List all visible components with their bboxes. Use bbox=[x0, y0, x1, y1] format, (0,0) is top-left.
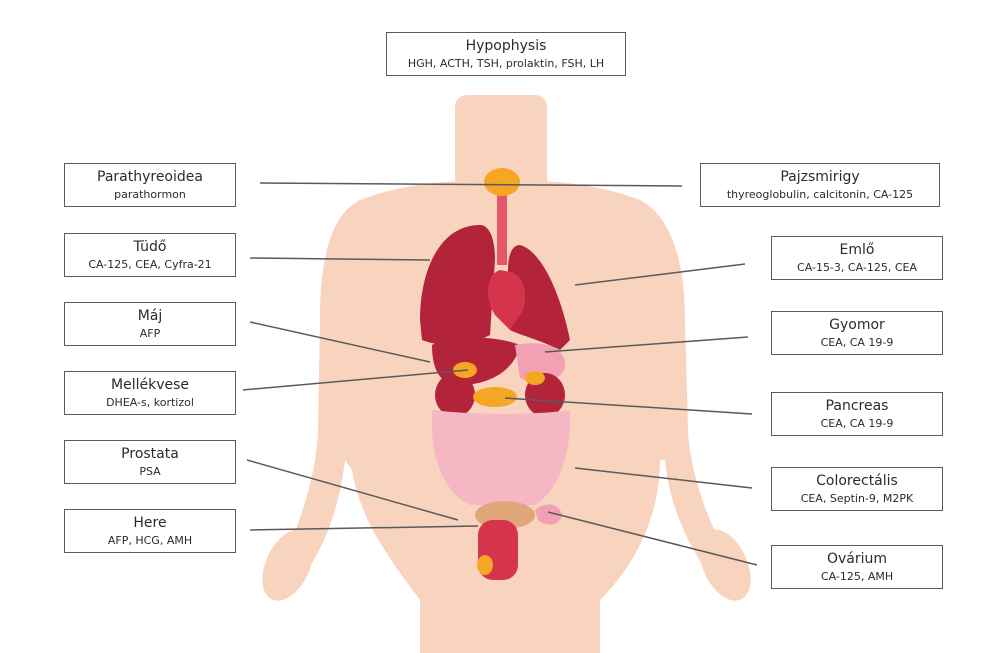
leader-lines bbox=[242, 182, 758, 566]
label-tudo-markers: CA-125, CEA, Cyfra-21 bbox=[88, 258, 212, 271]
label-mellekvese-title: Mellékvese bbox=[111, 377, 189, 393]
trachea bbox=[497, 185, 507, 265]
label-hypophysis-title: Hypophysis bbox=[465, 38, 547, 54]
label-emlo: Emlő CA-15-3, CA-125, CEA bbox=[771, 236, 943, 280]
right-lung bbox=[420, 225, 495, 346]
label-parathyreoidea-title: Parathyreoidea bbox=[97, 169, 203, 185]
label-gyomor: Gyomor CEA, CA 19-9 bbox=[771, 311, 943, 355]
left-lung bbox=[508, 245, 570, 350]
label-pajzsmirigy: Pajzsmirigy thyreoglobulin, calcitonin, … bbox=[700, 163, 940, 207]
right-kidney bbox=[435, 373, 475, 417]
label-parathyreoidea: Parathyreoidea parathormon bbox=[64, 163, 236, 207]
label-prostata-title: Prostata bbox=[121, 446, 179, 462]
label-here-markers: AFP, HCG, AMH bbox=[107, 534, 193, 547]
label-gyomor-markers: CEA, CA 19-9 bbox=[820, 336, 894, 349]
pancreas bbox=[473, 387, 517, 407]
stomach bbox=[515, 343, 565, 382]
label-prostata: Prostata PSA bbox=[64, 440, 236, 484]
label-maj-title: Máj bbox=[137, 308, 163, 324]
intestines bbox=[431, 410, 571, 505]
label-emlo-markers: CA-15-3, CA-125, CEA bbox=[797, 261, 917, 274]
thyroid-gland bbox=[484, 168, 520, 196]
label-pajzsmirigy-title: Pajzsmirigy bbox=[780, 169, 860, 185]
label-maj: Máj AFP bbox=[64, 302, 236, 346]
label-here-title: Here bbox=[133, 515, 167, 531]
label-colorectalis: Colorectális CEA, Septin-9, M2PK bbox=[771, 467, 943, 511]
label-colorectalis-title: Colorectális bbox=[816, 473, 898, 489]
label-mellekvese-markers: DHEA-s, kortizol bbox=[106, 396, 194, 409]
label-pancreas: Pancreas CEA, CA 19-9 bbox=[771, 392, 943, 436]
label-ovarium-markers: CA-125, AMH bbox=[820, 570, 894, 583]
label-hypophysis: Hypophysis HGH, ACTH, TSH, prolaktin, FS… bbox=[386, 32, 626, 76]
label-mellekvese: Mellékvese DHEA-s, kortizol bbox=[64, 371, 236, 415]
label-tudo-title: Tüdő bbox=[133, 239, 167, 255]
label-maj-markers: AFP bbox=[139, 327, 161, 340]
label-parathyreoidea-markers: parathormon bbox=[114, 188, 186, 201]
label-tudo: Tüdő CA-125, CEA, Cyfra-21 bbox=[64, 233, 236, 277]
label-emlo-title: Emlő bbox=[839, 242, 875, 258]
ovary-structure bbox=[535, 504, 562, 525]
label-ovarium-title: Ovárium bbox=[826, 551, 888, 567]
label-pancreas-title: Pancreas bbox=[825, 398, 889, 414]
testis bbox=[477, 555, 493, 575]
label-here: Here AFP, HCG, AMH bbox=[64, 509, 236, 553]
label-colorectalis-markers: CEA, Septin-9, M2PK bbox=[800, 492, 914, 505]
adrenal-gland-left bbox=[525, 371, 545, 385]
heart bbox=[488, 270, 526, 330]
label-ovarium: Ovárium CA-125, AMH bbox=[771, 545, 943, 589]
label-hypophysis-markers: HGH, ACTH, TSH, prolaktin, FSH, LH bbox=[407, 57, 605, 70]
label-gyomor-title: Gyomor bbox=[829, 317, 885, 333]
label-prostata-markers: PSA bbox=[139, 465, 161, 478]
label-pajzsmirigy-markers: thyreoglobulin, calcitonin, CA-125 bbox=[726, 188, 914, 201]
label-pancreas-markers: CEA, CA 19-9 bbox=[820, 417, 894, 430]
